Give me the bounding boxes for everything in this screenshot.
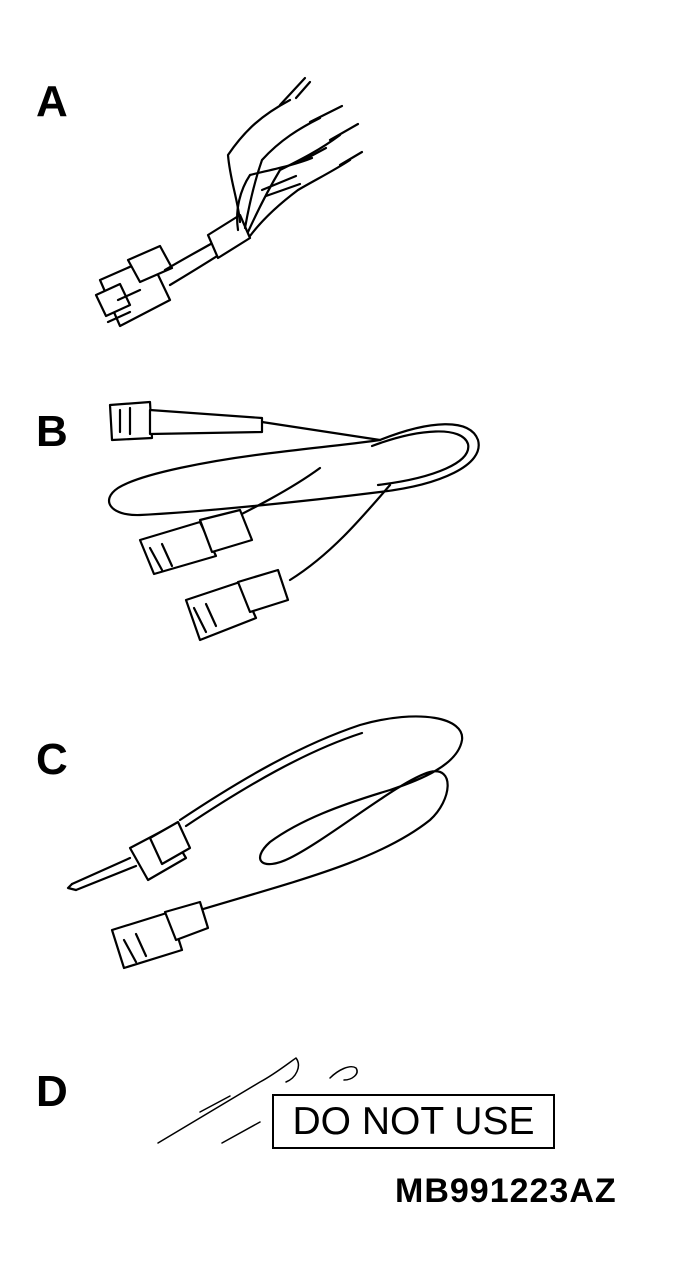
panel-label-c: C	[36, 735, 68, 784]
panel-label-b: B	[36, 407, 68, 456]
panel-label-a: A	[36, 77, 68, 126]
harness-a-drawing	[94, 76, 364, 328]
probe-lead-c-drawing	[66, 715, 464, 970]
harness-b-drawing	[107, 400, 480, 642]
panel-label-d: D	[36, 1067, 68, 1116]
pins-d-drawing	[157, 1057, 358, 1144]
part-number: MB991223AZ	[395, 1172, 617, 1210]
do-not-use-stamp: DO NOT USE	[272, 1094, 555, 1149]
